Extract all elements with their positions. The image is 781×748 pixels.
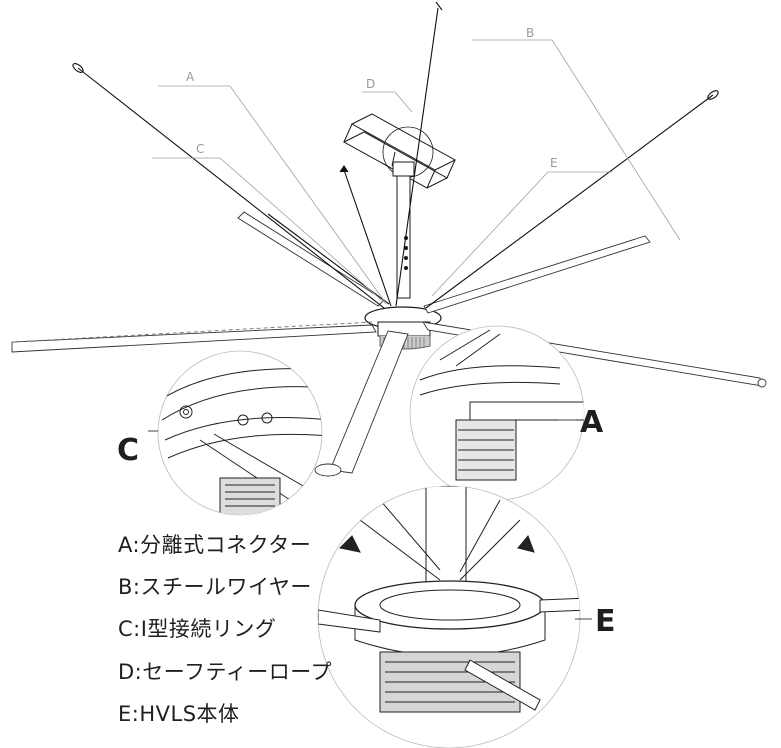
label-b: B [526,26,534,40]
legend-item-b: B:スチールワイヤー [118,575,312,600]
detail-a-label: A [580,405,604,440]
detail-e-label: E [595,604,616,639]
detail-c-circle [148,350,323,516]
legend-item-d: D:セーフティーロープ [118,659,332,684]
detail-e-circle [317,485,592,748]
fan-overview [11,1,767,477]
label-d: D [366,77,375,91]
label-a: A [186,70,195,84]
label-e: E [550,156,558,170]
legend-item-a: A:分離式コネクター [118,533,312,557]
downrod [392,161,415,299]
leader-lines [152,39,681,305]
detail-a-circle [409,325,585,501]
steel-wires [72,1,719,309]
parts-legend: A:分離式コネクター B:スチールワイヤー C:I型接続リング D:セーフティー… [118,532,332,743]
legend-item-c: C:I型接続リング [118,617,277,642]
detail-c-label: C [117,433,139,468]
i-beam [342,113,457,189]
label-c: C [196,142,204,156]
legend-item-e: E:HVLS本体 [118,701,240,726]
